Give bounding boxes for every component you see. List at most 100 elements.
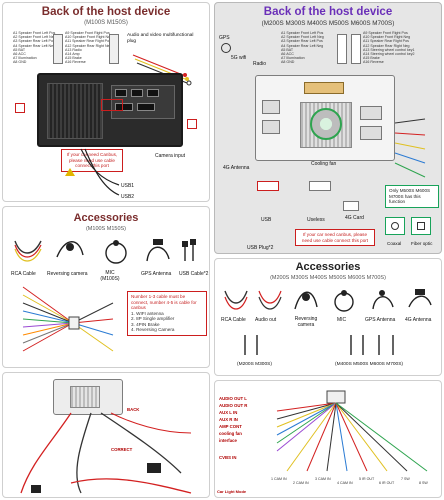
pin-label: A14 Amp: [65, 52, 80, 57]
radio-label: Radio: [253, 61, 267, 67]
usb-cables-a: [244, 335, 258, 355]
warning-icon: [65, 168, 75, 176]
correct-label: CORRECT: [111, 447, 133, 452]
panel-title: Accessories: [295, 261, 361, 273]
pin-label: A16 Reverse: [65, 60, 86, 65]
connector-block: [53, 34, 63, 64]
accessory-label: 4G Antenna: [405, 317, 432, 323]
audio-out-icon: [258, 290, 282, 310]
callout-line: 2. 8P Single amplifier: [131, 316, 175, 321]
pin-list-left: A1 Speaker Front Left Pos A2 Speaker Fro…: [281, 31, 324, 65]
callout-line: 3. 4PIN Brake: [131, 321, 160, 327]
right-harness: [394, 118, 426, 178]
pin-label: A4 Speaker Rear Left Neg: [13, 43, 56, 48]
usb-cable-icon: [182, 239, 196, 261]
pin-label: A13 Radio: [65, 47, 82, 52]
head-unit-installed: [53, 379, 123, 415]
pin-label: A5 BAT: [13, 47, 26, 52]
harness-bundle: [276, 390, 428, 472]
heat-sink: [47, 83, 103, 139]
side-port: [262, 100, 280, 114]
coaxial-label: Coaxal: [387, 241, 402, 246]
panel-title: Back of the host device: [41, 6, 171, 18]
pin-list-right: A9 Speaker Front Right Pos A10 Speaker F…: [363, 31, 415, 65]
accessory-label: MIC: [337, 317, 347, 323]
camera-input-label: Camera input: [155, 153, 186, 159]
rca-cable-icon: [224, 290, 248, 310]
panel-back-m200: Back of the host device (M200S M300S M40…: [214, 2, 442, 254]
pin-label: A11 Speaker Rear Right Pos: [363, 39, 409, 44]
accessory-label: Audio out: [255, 317, 277, 323]
harness-bottom-label: 2 CAM IN: [293, 481, 309, 485]
side-port: [360, 126, 382, 140]
pin-label: A10 Speaker Front Right Neg: [363, 35, 411, 40]
panel-title: Back of the host device: [263, 6, 393, 18]
harness-label: AUDIO OUT L: [219, 396, 247, 401]
accessory-label: RCA Cable: [221, 317, 246, 323]
port-marker: [101, 99, 123, 111]
pin-label: A2 Speaker Front Left Neg: [13, 35, 56, 40]
pin-label: A5 BAT: [281, 47, 294, 52]
panel-accessories-m200: Accessories (M200S M300S M400S M500S M60…: [214, 258, 442, 376]
panel-models: (M200S M300S M400S M500S M600S M700S): [261, 20, 395, 27]
accessory-label: USB Cable*2: [179, 271, 209, 277]
connector-block: [109, 34, 119, 64]
harness-label: AMP CONT: [219, 424, 242, 429]
pin-label: A11 Speaker Rear Right Pos: [65, 39, 111, 44]
group-a-label: (M200S M300S): [237, 362, 272, 367]
harness-callout: Number 1-3 cable must be connect, number…: [127, 291, 207, 336]
harness-label: cooling fan: [219, 431, 242, 436]
group-b-label: (M400S M500S M600S M700S): [335, 362, 403, 367]
pin-label: A15 Brake: [65, 56, 82, 61]
pin-label: A1 Speaker Front Left Pos: [13, 31, 56, 35]
pin-label: A16 Reverse: [363, 60, 384, 65]
reversing-camera-icon: [294, 291, 318, 310]
pin-label: A6 ACC: [13, 52, 26, 57]
only-note: Only M500S M600S M700S has this function: [385, 185, 439, 208]
panel-models: (M100S M150S): [84, 20, 128, 26]
harness-bottom-label: 6 IR OUT: [379, 481, 395, 485]
gps-icon: [221, 43, 231, 53]
usb1-label: USB1: [121, 183, 135, 189]
gps-label: GPS: [219, 35, 230, 41]
harness-label: AUDIO OUT R: [219, 403, 248, 408]
reversing-camera-icon: [56, 241, 84, 258]
panel-back-m100: Back of the host device (M100S M150S) A1…: [2, 2, 210, 202]
accessory-label: MIC (M100S): [100, 270, 120, 282]
gps-antenna-icon: [146, 239, 170, 262]
harness-label: interface: [219, 438, 237, 443]
accessory-label: GPS Antenna: [365, 317, 396, 323]
coaxial-port: [385, 217, 405, 235]
useless-label: Useless: [307, 217, 325, 223]
accessory-label: RCA Cable: [11, 271, 36, 277]
pin-label: A13 Steering wheel control key1: [363, 47, 415, 52]
mic-icon: [105, 240, 127, 264]
panel-accessories-m100: Accessories (M100S M150S) RCA Cable Reve…: [2, 206, 210, 368]
pin-label: A4 Speaker Rear Left Neg: [281, 43, 324, 48]
accessory-label: Reversing camera: [294, 316, 318, 328]
pin-label: A1 Speaker Front Left Pos: [281, 31, 324, 35]
pin-label: A2 Speaker Front Left Neg: [281, 35, 324, 40]
pin-label: A14 Steering wheel control key2: [363, 52, 415, 57]
panel-title: Accessories: [73, 212, 139, 224]
port: [115, 89, 127, 97]
brand-note: Car Light Mode: [217, 489, 247, 494]
fiber-label: Fiber optic: [411, 241, 433, 246]
accessory-label: GPS Antenna: [141, 271, 172, 277]
pin-label: A8 GND: [281, 60, 295, 65]
pin-label: A12 Speaker Rear Right Neg: [65, 43, 112, 48]
cooling-fan-label: Cooling fan: [311, 161, 337, 167]
usb-plug-label: USB Plug*2: [247, 245, 274, 251]
installation-wires: [20, 412, 192, 494]
harness-bottom-label: 8 SW: [419, 481, 428, 485]
connector-block: [337, 34, 347, 64]
pin-list-right: A9 Speaker Front Right Pos A10 Speaker F…: [65, 31, 112, 65]
harness-bottom-label: 4 CAM IN: [337, 481, 353, 485]
callout-line: Number 1-3 cable must be connect, number…: [131, 294, 197, 310]
callout-line: 1. WIFI antenna: [131, 310, 164, 316]
harness-label: AUX R IN: [219, 417, 238, 422]
usb2-label: USB2: [121, 194, 135, 200]
mic-icon: [334, 290, 354, 312]
panel-models: (M100S M150S): [85, 226, 127, 232]
back-label: BACK: [127, 407, 140, 412]
